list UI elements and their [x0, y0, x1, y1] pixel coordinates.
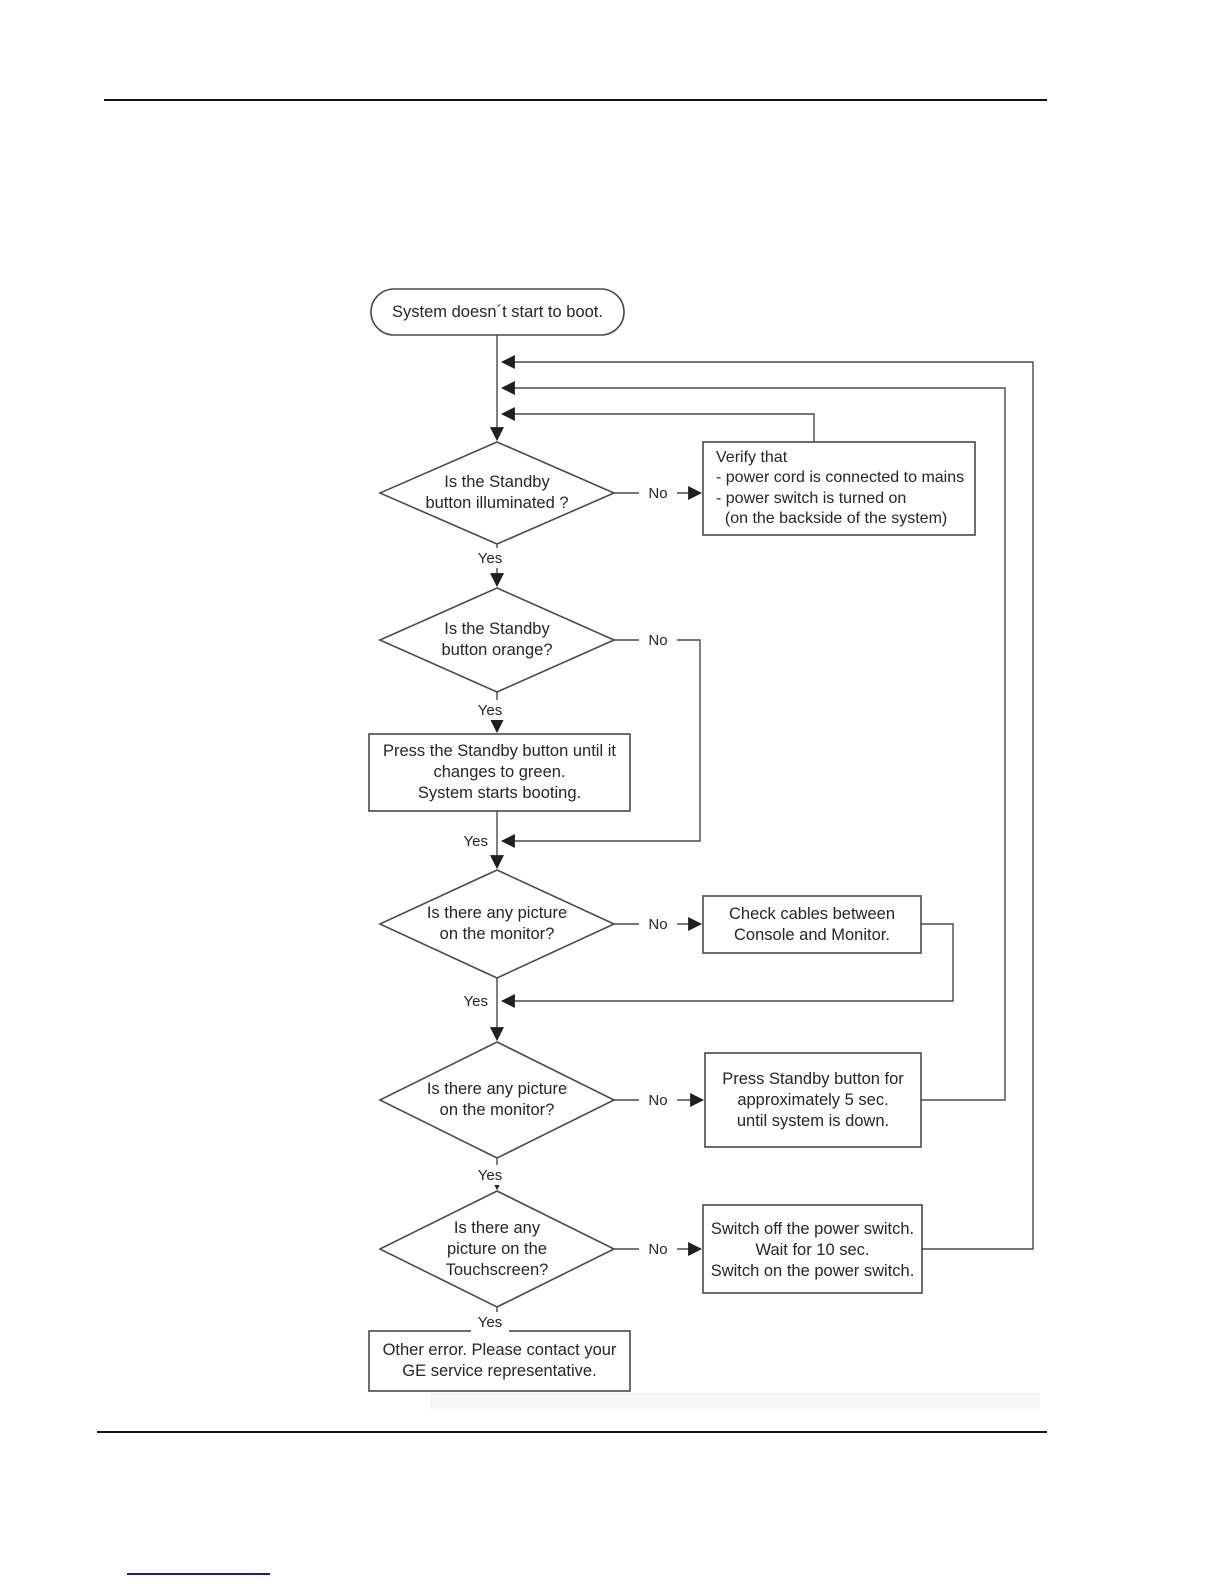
start-terminator-shape [370, 288, 625, 336]
decision-picture-monitor-1-label: Is there any picture on the monitor? [426, 904, 568, 943]
press-standby-5sec-box-shape [704, 1052, 922, 1148]
decision-picture-monitor-2-shape [378, 1041, 616, 1159]
yes-label-4: Yes [450, 991, 488, 1011]
no-label-4: No [639, 1090, 677, 1110]
decision-picture-touchscreen-shape [378, 1190, 616, 1308]
connector-verify-feedback [500, 407, 815, 442]
power-cycle-box-label: Switch off the power switch. Wait for 10… [710, 1219, 915, 1280]
top-horizontal-rule [104, 99, 1047, 101]
flowchart-shapes [368, 288, 976, 1392]
yes-label-1: Yes [471, 548, 509, 568]
decision-picture-touchscreen-label: Is there any picture on the Touchscreen? [445, 1218, 549, 1279]
decision-standby-illuminated-shape [377, 441, 617, 545]
press-until-green-box-shape [368, 733, 631, 812]
no-label-1: No [639, 483, 677, 503]
decision-standby-orange-label: Is the Standby button orange? [441, 620, 553, 659]
connector-press5sec-feedback [500, 381, 1006, 1101]
scan-artifact-band [430, 1393, 1040, 1409]
check-cables-box-shape [702, 895, 922, 954]
connector-checkcables-feedback [500, 923, 954, 1008]
press-until-green-box-label: Press the Standby button until it change… [383, 742, 616, 802]
no-label-3: No [639, 914, 677, 934]
no-label-2: No [639, 630, 677, 650]
press-standby-5sec-box-label: Press Standby button for approximately 5… [722, 1069, 904, 1130]
contact-service-box-label: Other error. Please contact your GE serv… [382, 1341, 617, 1380]
decision-picture-monitor-2-label: Is there any picture on the monitor? [426, 1080, 568, 1119]
connector-powercycle-feedback [500, 355, 1034, 1250]
yes-label-3: Yes [450, 831, 488, 851]
no-label-5: No [639, 1239, 677, 1259]
bottom-horizontal-rule [97, 1431, 1047, 1433]
decision-standby-orange-shape [378, 587, 616, 693]
decision-picture-monitor-1-shape [378, 869, 616, 979]
power-cycle-box-shape [702, 1204, 923, 1294]
yes-label-5: Yes [471, 1165, 509, 1185]
footer-link-underline[interactable] [127, 1573, 270, 1575]
decision-standby-illuminated-label: Is the Standby button illuminated ? [425, 473, 569, 512]
check-cables-box-label: Check cables between Console and Monitor… [728, 904, 895, 944]
yes-label-6: Yes [471, 1312, 509, 1332]
yes-label-2: Yes [471, 700, 509, 720]
verify-power-box-label: Verify that - power cord is connected to… [716, 448, 965, 528]
start-terminator-label: System doesn´t start to boot. [392, 302, 603, 321]
contact-service-box-shape [368, 1330, 631, 1392]
verify-power-box-shape [702, 441, 976, 536]
